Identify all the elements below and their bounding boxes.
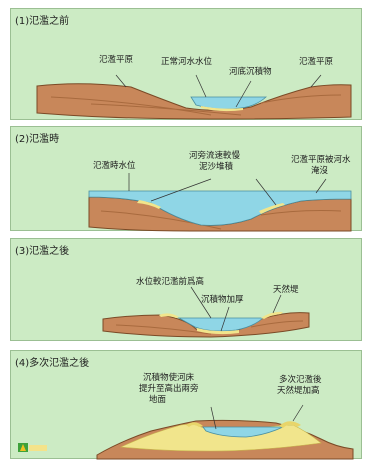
label-normal-water-level: 正常河水水位 (161, 57, 212, 67)
label-floodplain-right: 氾濫平原 (299, 57, 333, 67)
cross-section-after-flood (11, 239, 363, 342)
panel-before-flood: (1)氾濫之前 氾濫平原 正常河水水位 河底沉積物 氾濫平原 (10, 8, 362, 120)
leader-line (196, 75, 206, 97)
cross-section-during-flood (11, 127, 363, 232)
label-floodplain-left: 氾濫平原 (99, 55, 133, 65)
logo-icon (18, 441, 48, 453)
label-river-bed-sediment: 河底沉積物 (229, 67, 272, 77)
label-bed-raised-line2: 提升至高出兩旁 (139, 384, 199, 394)
panel-after-multiple-floods: (4)多次氾濫之後 沉積物使河床 提升至高出兩旁 地面 多次氾濫後 天然堤加高 (10, 350, 362, 459)
cross-section-after-multiple-floods (11, 351, 363, 460)
label-bank-sediment-line2: 泥沙堆積 (199, 162, 233, 172)
label-inundation-line2: 淹沒 (311, 166, 328, 176)
leader-line (311, 75, 321, 87)
panel-after-flood: (3)氾濫之後 水位較氾濫前爲高 天然堤 沉積物加厚 (10, 238, 362, 341)
leader-line (273, 295, 281, 313)
label-flood-water-level: 氾濫時水位 (93, 161, 136, 171)
label-water-level-higher: 水位較氾濫前爲高 (136, 277, 204, 287)
label-levee-higher-line1: 多次氾濫後 (279, 375, 322, 385)
label-bed-raised-line3: 地面 (149, 395, 166, 405)
label-levee-higher-line2: 天然堤加高 (277, 386, 320, 396)
label-bed-raised-line1: 沉積物使河床 (143, 373, 194, 383)
label-bank-sediment-line1: 河旁流速較慢 (189, 151, 240, 161)
leader-line (293, 405, 303, 421)
label-inundation-line1: 氾濫平原被河水 (291, 155, 351, 165)
label-natural-levee: 天然堤 (273, 285, 299, 295)
label-sediment-thicker: 沉積物加厚 (201, 295, 244, 305)
panel-during-flood: (2)氾濫時 氾濫時水位 河旁流速較慢 泥沙堆積 氾濫平原被河水 淹沒 (10, 126, 362, 231)
